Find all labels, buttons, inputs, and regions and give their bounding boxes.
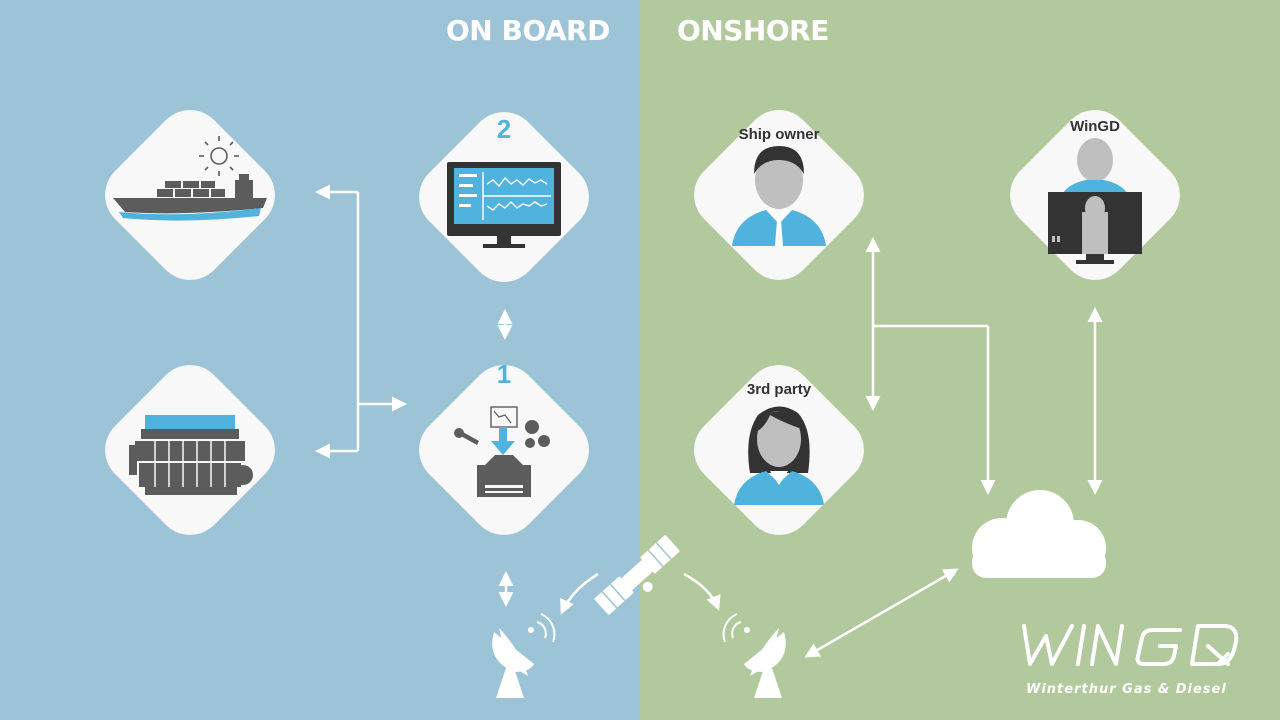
third-party-label: 3rd party — [746, 381, 812, 398]
onshore-panel — [640, 0, 1280, 720]
datalogger-step-number: 1 — [496, 359, 512, 389]
third-party-tile[interactable]: 3rd party — [674, 345, 884, 555]
person-at-computer-icon — [1048, 138, 1142, 264]
logo-tagline: Winterthur Gas & Diesel — [1026, 682, 1227, 697]
monitor-step-number: 2 — [496, 114, 512, 144]
engine-icon — [129, 415, 253, 495]
datalogger-tile[interactable]: 1 — [399, 345, 609, 555]
ship-tile[interactable] — [85, 90, 295, 300]
data-processing-server-icon — [454, 406, 550, 497]
female-person-icon — [734, 406, 824, 505]
wingd-tile[interactable]: WinGD — [990, 90, 1200, 300]
ship-owner-tile[interactable]: Ship owner — [674, 90, 884, 300]
male-person-icon — [732, 146, 826, 246]
onboard-title: ON BOARD — [446, 14, 610, 47]
onshore-title: ONSHORE — [677, 14, 829, 47]
wingd-logo — [1022, 624, 1239, 666]
ship-with-sun-icon — [113, 136, 267, 221]
engine-tile[interactable] — [85, 345, 295, 555]
ship-owner-label: Ship owner — [738, 126, 820, 143]
monitor-tile[interactable]: 2 — [399, 92, 609, 302]
monitor-dashboard-icon — [447, 162, 561, 248]
onboard-panel — [0, 0, 640, 720]
wingd-label: WinGD — [1070, 118, 1120, 135]
